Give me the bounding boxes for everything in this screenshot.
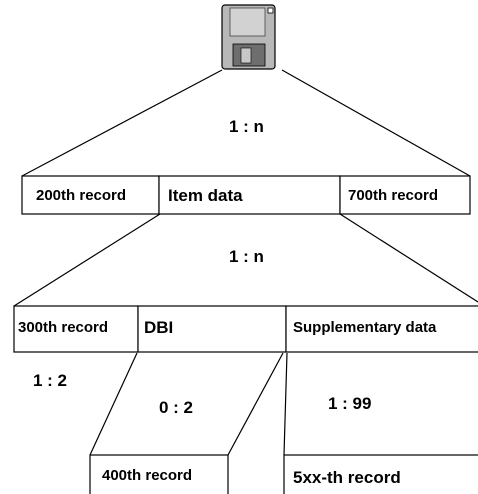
connector-lines (13, 69, 478, 456)
record-box-700 (339, 175, 471, 215)
line-dbi-right (227, 352, 284, 456)
level2-records: 300th record DBI Supplementary data (13, 305, 478, 353)
line-disk-left (21, 69, 223, 177)
line-supp-left (283, 352, 288, 456)
label-dbi: DBI (144, 318, 173, 337)
label-300th-record: 300th record (18, 319, 108, 336)
record-box-supplementary (285, 305, 478, 353)
record-box-dbi (137, 305, 287, 353)
record-box-400 (89, 454, 229, 494)
label-700th-record: 700th record (348, 187, 438, 204)
line-item-right (339, 213, 478, 303)
ratio-top: 1 : n (229, 117, 264, 136)
level1-records: 200th record Item data 700th record (21, 175, 471, 215)
label-5xx-th-record: 5xx-th record (293, 468, 401, 487)
ratio-supp-5xx: 1 : 99 (328, 394, 371, 413)
label-supplementary-data: Supplementary data (293, 319, 437, 336)
label-400th-record: 400th record (102, 467, 192, 484)
ratio-left: 1 : 2 (33, 371, 67, 390)
line-item-left (13, 213, 161, 307)
record-box-5xx (283, 454, 478, 494)
ratio-middle: 1 : n (229, 247, 264, 266)
label-200th-record: 200th record (36, 187, 126, 204)
line-dbi-left (89, 352, 138, 456)
ratio-labels: 1 : n 1 : n 1 : 2 0 : 2 1 : 99 (33, 117, 371, 417)
record-box-item-data (158, 175, 341, 215)
record-box-300 (13, 305, 139, 353)
floppy-disk-icon (221, 4, 276, 70)
label-item-data: Item data (168, 186, 243, 205)
level3-records: 400th record 5xx-th record (89, 454, 478, 494)
ratio-dbi-400: 0 : 2 (159, 398, 193, 417)
line-disk-right (281, 69, 471, 177)
